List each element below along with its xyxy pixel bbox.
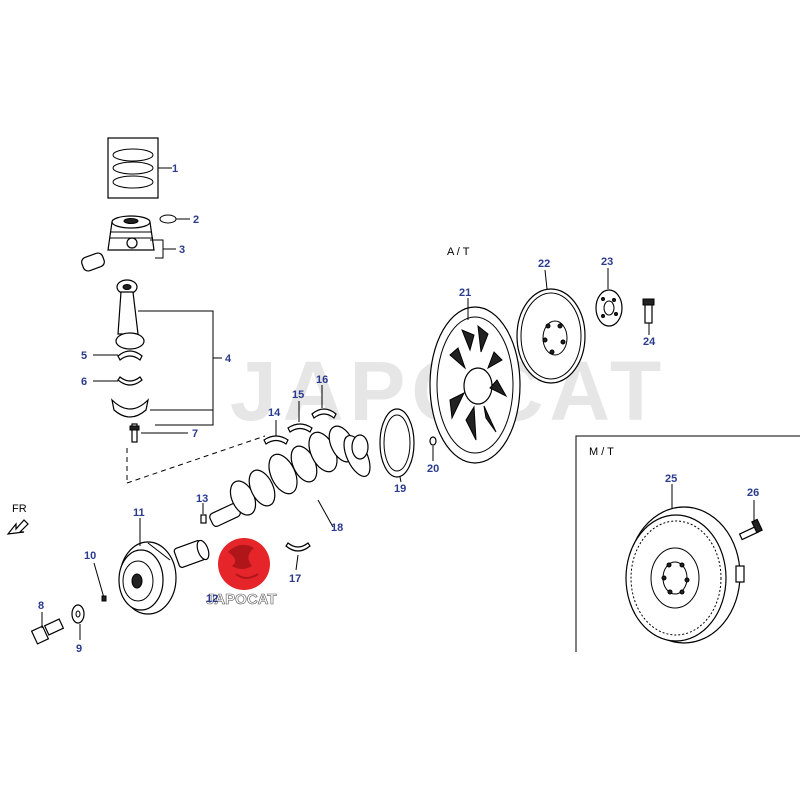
callout-3[interactable]: 3	[179, 244, 185, 256]
callout-23[interactable]: 23	[601, 256, 613, 268]
callout-8[interactable]: 8	[38, 600, 44, 612]
crankshaft-sprocket[interactable]	[173, 539, 211, 568]
callout-7[interactable]: 7	[192, 428, 198, 440]
main-bearing-14[interactable]	[263, 435, 289, 445]
callout-26[interactable]: 26	[747, 487, 759, 499]
piston-assembly[interactable]	[80, 215, 155, 272]
crankshaft-pulley[interactable]	[118, 541, 177, 615]
callout-13[interactable]: 13	[196, 493, 208, 505]
mt-section-border	[575, 435, 800, 652]
logo-text: JAPOCAT	[206, 591, 277, 608]
callout-19[interactable]: 19	[394, 483, 406, 495]
drive-plate-bolt-24[interactable]	[642, 298, 655, 324]
callout-1[interactable]: 1	[172, 163, 178, 175]
connecting-rod[interactable]	[115, 279, 145, 350]
connecting-rod-bearing-lower[interactable]	[117, 376, 143, 386]
main-bearing-17[interactable]	[285, 542, 311, 552]
callout-4[interactable]: 4	[225, 353, 232, 365]
callout-20[interactable]: 20	[427, 463, 439, 475]
flywheel-25[interactable]	[625, 506, 745, 644]
connecting-rod-cap[interactable]	[111, 398, 149, 418]
main-bearing-16[interactable]	[311, 408, 337, 419]
flywheel-bolt-26[interactable]	[738, 518, 763, 541]
piston-pin-snap-ring[interactable]	[159, 214, 177, 224]
callout-9[interactable]: 9	[76, 643, 82, 655]
flywheel-spacer[interactable]	[379, 408, 415, 478]
at-section-label: A / T	[447, 246, 470, 258]
callout-6[interactable]: 6	[81, 376, 87, 388]
callout-12[interactable]: 12	[206, 593, 218, 605]
callout-10[interactable]: 10	[84, 550, 96, 562]
main-bearing-15[interactable]	[287, 423, 313, 433]
mt-section-label: M / T	[589, 446, 614, 458]
pilot-bearing[interactable]	[429, 436, 437, 446]
pulley-washer[interactable]	[71, 604, 85, 624]
callout-21[interactable]: 21	[459, 287, 471, 299]
japocat-logo: JAPOCAT	[206, 538, 277, 608]
drive-plate-21[interactable]	[429, 306, 521, 464]
drive-plate-22[interactable]	[516, 288, 586, 384]
front-indicator-label: FR	[12, 503, 27, 515]
pulley-key[interactable]	[101, 595, 107, 602]
callout-2[interactable]: 2	[193, 214, 199, 226]
callout-14[interactable]: 14	[268, 407, 281, 419]
crankshaft[interactable]	[208, 422, 375, 528]
callout-25[interactable]: 25	[665, 473, 677, 485]
callout-22[interactable]: 22	[538, 258, 550, 270]
pulley-bolt[interactable]	[30, 618, 65, 645]
callout-24[interactable]: 24	[643, 336, 656, 348]
callout-11[interactable]: 11	[133, 507, 145, 519]
front-arrow-icon	[6, 519, 29, 535]
callout-18[interactable]: 18	[331, 522, 343, 534]
crankshaft-key[interactable]	[200, 514, 207, 524]
reinforcement-plate-23[interactable]	[595, 289, 623, 327]
callout-17[interactable]: 17	[289, 573, 301, 585]
callout-15[interactable]: 15	[292, 389, 304, 401]
callout-16[interactable]: 16	[316, 374, 328, 386]
connecting-rod-bearing-upper[interactable]	[117, 350, 143, 361]
callout-5[interactable]: 5	[81, 350, 87, 362]
piston-rings[interactable]	[107, 137, 159, 199]
connecting-rod-bolt[interactable]	[129, 423, 140, 443]
